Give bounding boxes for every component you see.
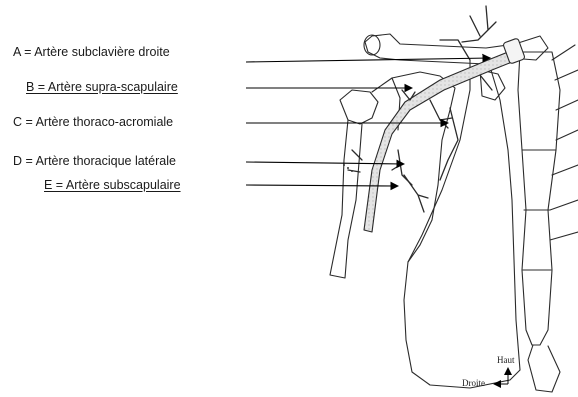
arrow-a: [246, 58, 490, 62]
dots: [343, 164, 353, 172]
label-e: E = Artère subscapulaire: [44, 178, 181, 192]
label-c: C = Artère thoraco-acromiale: [13, 115, 173, 129]
compass-right-label: Droite: [462, 378, 485, 388]
axillary-vessel: [364, 38, 525, 232]
label-b: B = Artère supra-scapulaire: [26, 80, 178, 94]
label-d: D = Artère thoracique latérale: [13, 154, 176, 168]
thoracic-wall: [404, 60, 520, 388]
sternum: [518, 45, 578, 392]
label-a: A = Artère subclavière droite: [13, 45, 170, 59]
compass-up-label: Haut: [497, 355, 515, 365]
